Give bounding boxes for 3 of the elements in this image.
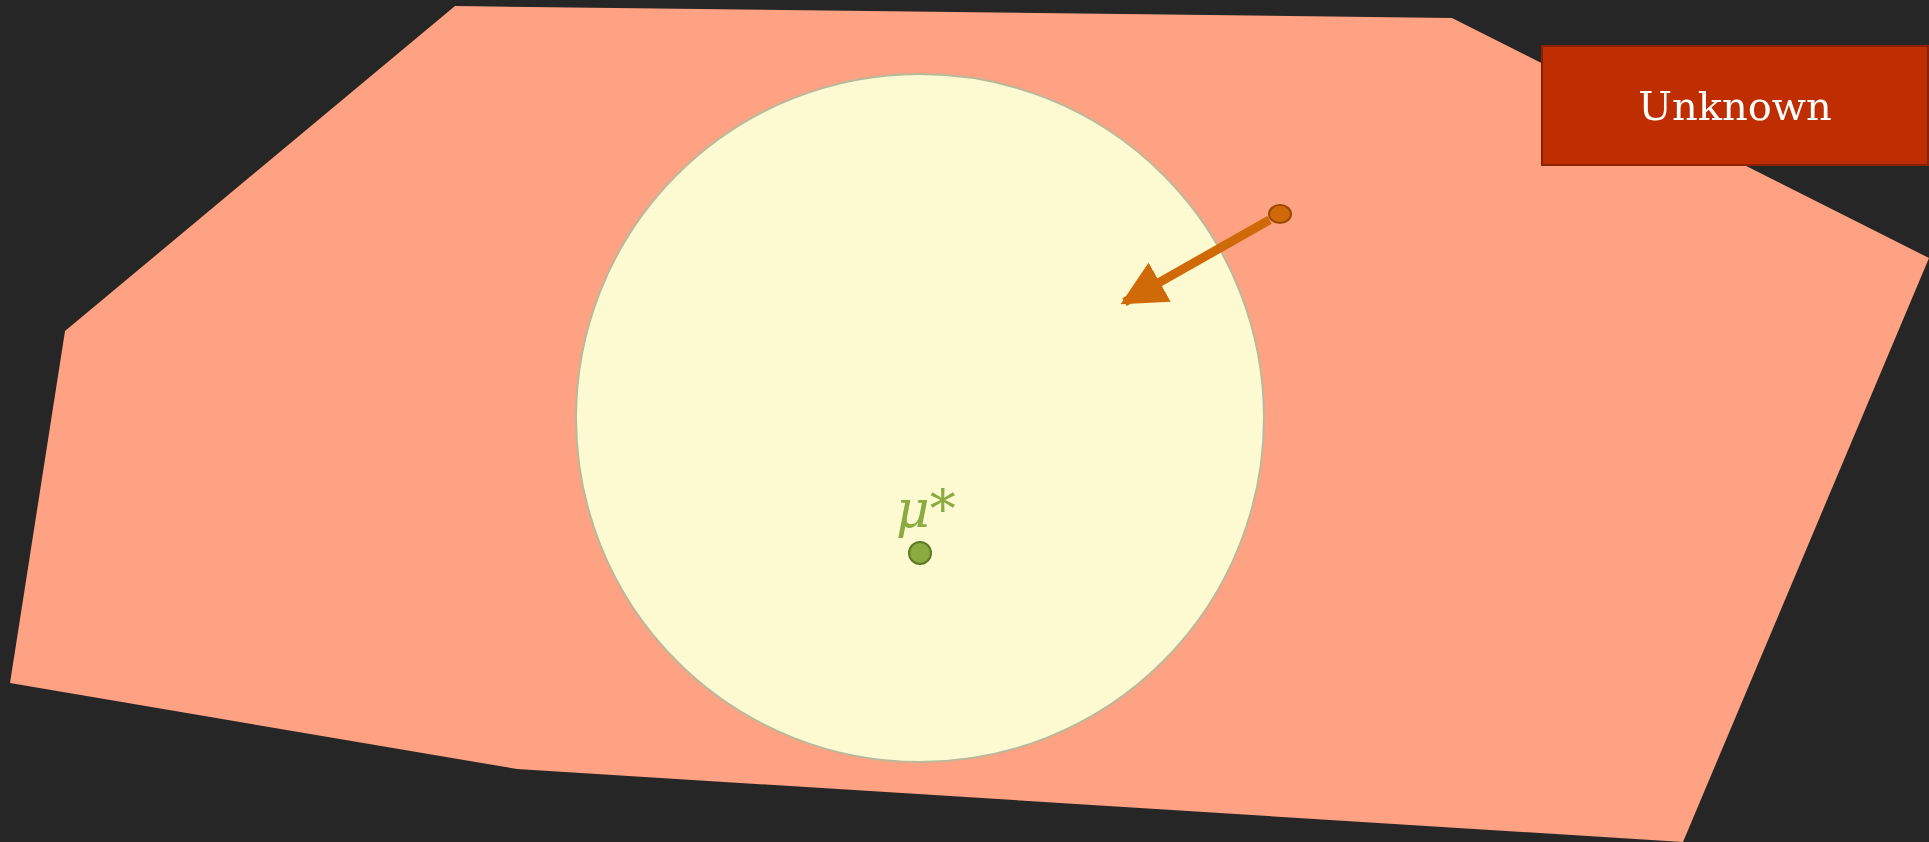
label-box	[1541, 45, 1929, 166]
label-text: Unknown	[1638, 82, 1832, 129]
arrow	[1120, 216, 1272, 307]
